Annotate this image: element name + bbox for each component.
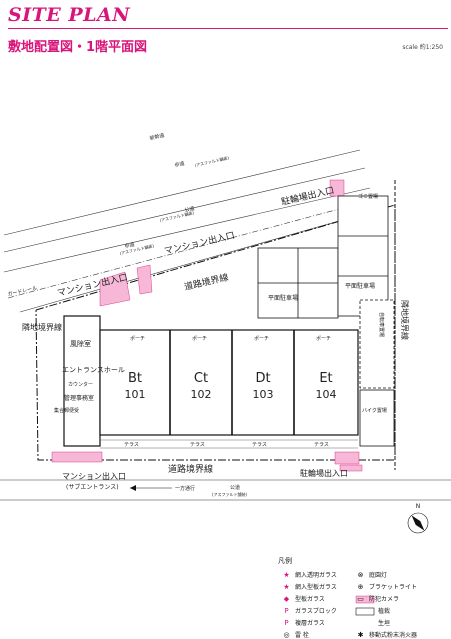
legend-label: 雷 栓	[295, 632, 309, 639]
terrace-line	[100, 439, 358, 449]
legend-symbol-icon: ◎	[283, 630, 290, 639]
page-subtitle: 敷地配置図・1階平面図	[8, 40, 148, 55]
legend-symbol-icon: ★	[283, 582, 290, 591]
legend-label: 植栽	[378, 608, 391, 615]
legend-item-left-0: ★ 網入透明ガラス	[282, 570, 337, 580]
terrace-label-3: テラス	[252, 442, 267, 448]
legend-symbol-icon: ✱	[357, 630, 364, 639]
bottom-road-label: 公道	[230, 484, 240, 491]
terrace-label-4: テラス	[314, 442, 329, 448]
page-title: SITE PLAN	[8, 4, 131, 26]
road-hodo-top: 歩道	[174, 160, 185, 169]
title-rule	[8, 28, 448, 29]
legend-item-right-5: ✱ 移動式粉末消火器	[356, 630, 417, 639]
parking-entrance-top: 駐輪場出入口	[280, 184, 335, 208]
legend-item-left-4: P 複層ガラス	[282, 618, 325, 628]
terrace-label-1: テラス	[124, 442, 139, 448]
legend-symbol-icon: ⊕	[357, 582, 364, 591]
legend-label: 庭園灯	[369, 572, 388, 579]
legend-label: 複層ガラス	[295, 620, 325, 627]
neighbor-boundary-left: 隣地境界線	[22, 322, 62, 332]
legend-item-left-3: P ガラスブロック	[282, 606, 337, 616]
legend-item-right-0: ⊗ 庭園灯	[356, 570, 388, 580]
site-boundary	[35, 180, 396, 470]
parking-lot	[257, 195, 389, 319]
room-chari: 自転車置場	[378, 312, 385, 337]
legend-item-right-2: ▭ 防犯カメラ	[356, 594, 400, 604]
porch-label-2: ポーチ	[192, 335, 207, 342]
road-boundary-top: 道路境界線	[183, 271, 230, 293]
legend-swatch-hedge	[355, 607, 375, 616]
scale-label: scale 約1:250	[402, 44, 443, 51]
mansion-entrance-bottom-sub: (サブエントランス)	[66, 483, 119, 491]
legend-label: 型板ガラス	[295, 596, 325, 603]
legend-label: 網入型板ガラス	[295, 584, 337, 591]
legend-item-right-3: 植栽	[356, 606, 390, 615]
terrace-label-2: テラス	[190, 442, 205, 448]
road-public: 公道	[184, 205, 195, 214]
room-kanri: 管理事務室	[64, 394, 94, 402]
room-bike: バイク置場	[362, 407, 387, 414]
legend-label: ブラケットライト	[369, 584, 418, 591]
legend-symbol-icon: ★	[283, 570, 290, 579]
mansion-entrance-bottom: マンション出入口	[62, 471, 126, 481]
legend-label: 移動式粉末消火器	[369, 632, 418, 639]
neighbor-boundary-right: 隣地境界線	[400, 300, 410, 340]
legend-symbol-icon: P	[284, 618, 289, 627]
road-hodo-top-sub: (アスファルト舗装)	[194, 154, 230, 168]
legend-item-right-4: 生垣	[356, 618, 390, 627]
unit-type-3: Dt	[255, 371, 270, 386]
building-footprint	[63, 315, 359, 447]
unit-number-1: 101	[125, 388, 146, 401]
unit-type-1: Bt	[128, 371, 142, 386]
unit-type-2: Ct	[194, 371, 208, 386]
legend-symbol-icon: ⊗	[357, 570, 364, 579]
bottom-road-sub: (アスファルト舗装)	[212, 491, 248, 497]
right-parking	[359, 299, 395, 447]
compass-n: N	[416, 503, 421, 510]
road-hodo-mid: 歩道	[124, 241, 135, 250]
one-way-label: 一方通行	[175, 485, 195, 492]
road-boundary-bottom: 道路境界線	[168, 463, 213, 475]
legend-symbol-icon: P	[284, 606, 289, 615]
porch-label-3: ポーチ	[254, 335, 269, 342]
legend-label: ガラスブロック	[295, 608, 337, 615]
planting-areas	[51, 179, 363, 472]
unit-walls	[169, 330, 295, 435]
room-counter: カウンター	[68, 381, 93, 388]
north-compass	[407, 512, 429, 534]
porch-label-4: ポーチ	[316, 335, 331, 342]
legend-symbol-icon: ▭	[357, 594, 364, 603]
legend-label: 防犯カメラ	[369, 596, 400, 603]
legend-label: 網入透明ガラス	[295, 572, 337, 579]
room-trash: ゴミ置場	[358, 193, 378, 200]
legend-symbol-icon: ◆	[283, 594, 290, 603]
legend-item-left-1: ★ 網入型板ガラス	[282, 582, 337, 592]
unit-number-3: 103	[253, 388, 274, 401]
parking-entrance-bottom: 駐輪場出入口	[300, 468, 348, 478]
legend-item-left-2: ◆ 型板ガラス	[282, 594, 325, 604]
unit-number-4: 104	[316, 388, 337, 401]
unit-type-4: Et	[319, 371, 332, 386]
legend-title: 凡例	[278, 557, 292, 565]
room-mailbox: 集合郵便受	[54, 407, 79, 414]
unit-number-2: 102	[191, 388, 212, 401]
legend-item-left-5: ◎ 雷 栓	[282, 630, 309, 639]
guardrail-label: ガードレール	[7, 284, 38, 298]
road-shindo: 新幹道	[149, 132, 165, 142]
legend-label: 生垣	[378, 620, 391, 627]
room-parking-unit: 平面駐車場	[345, 282, 375, 290]
legend-item-right-1: ⊕ ブラケットライト	[356, 582, 418, 592]
room-hairu: 平面駐車場	[268, 294, 298, 302]
room-fuujo: 風除室	[70, 339, 91, 348]
porch-label-1: ポーチ	[130, 335, 145, 342]
room-entrance-hall: エントランスホール	[62, 366, 125, 374]
one-way-arrowhead	[130, 485, 136, 491]
legend-swatch-planting	[355, 595, 375, 604]
road-public-sub: (アスファルト舗装)	[159, 209, 195, 223]
